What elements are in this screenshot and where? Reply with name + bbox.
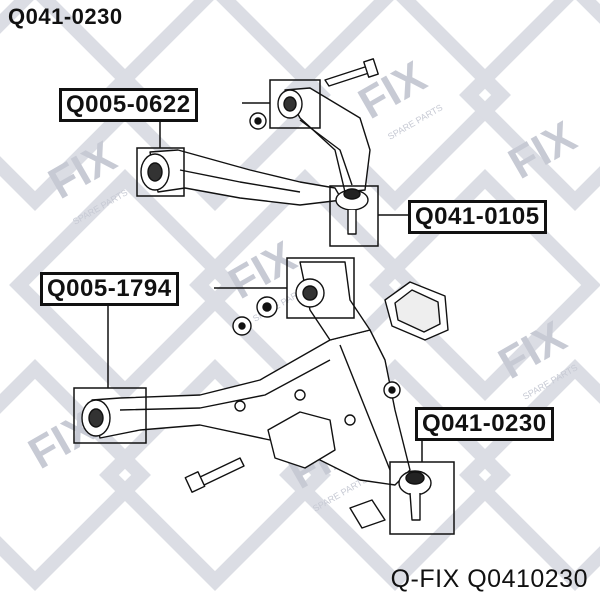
callout-upper-arm-bushing: Q005-0622 <box>59 88 198 122</box>
page-title: Q041-0230 <box>8 4 123 29</box>
lower-bolt <box>197 457 245 487</box>
highlight-upper-ball <box>329 185 379 247</box>
parts-drawing <box>81 58 449 529</box>
highlight-upper-rear <box>269 79 321 129</box>
tie-rod-end <box>349 499 386 529</box>
footer-caption: Q-FIX Q0410230 <box>390 565 588 593</box>
leader-lines <box>107 102 423 462</box>
callout-lower-arm-bushing: Q005-1794 <box>40 272 179 306</box>
callout-upper-ball-joint: Q041-0105 <box>408 200 547 234</box>
lower-arm-mount <box>267 411 336 469</box>
watermark-logo: FIX <box>501 112 585 189</box>
highlight-lower-front <box>73 387 147 444</box>
callout-lower-ball-joint: Q041-0230 <box>415 407 554 441</box>
lower-control-arm <box>91 329 411 486</box>
